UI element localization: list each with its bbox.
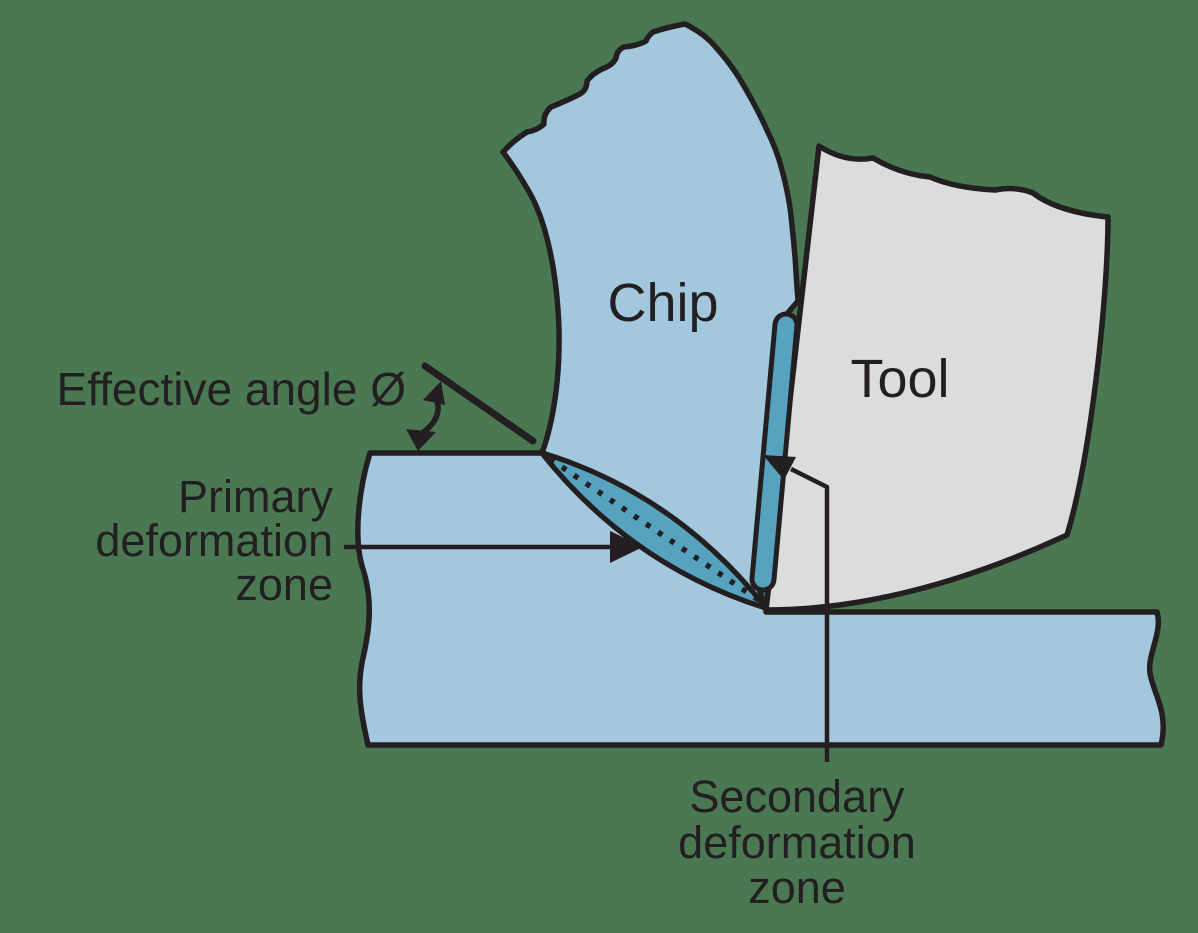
secondary-zone-label-line2: deformation: [678, 817, 916, 868]
angle-arrow-head-top: [423, 381, 445, 405]
tool-label: Tool: [850, 349, 949, 409]
secondary-deformation-zone-strip: [754, 316, 795, 588]
primary-zone-label-line3: zone: [235, 559, 333, 610]
primary-zone-arrow-head: [610, 531, 643, 563]
secondary-zone-label-line1: Secondary: [689, 771, 905, 822]
secondary-zone-label-line3: zone: [748, 862, 846, 913]
effective-angle-label: Effective angle Ø: [57, 363, 406, 415]
primary-zone-label-line1: Primary: [178, 471, 333, 522]
secondary-zone-pointer-line: [789, 466, 830, 762]
chip-label: Chip: [607, 273, 718, 333]
tool-shape: [763, 143, 1111, 613]
effective-angle-line: [421, 362, 537, 445]
angle-arrow-head-bottom: [406, 429, 436, 451]
secondary-zone-arrow-head: [763, 455, 796, 480]
primary-zone-label-line2: deformation: [95, 515, 333, 566]
